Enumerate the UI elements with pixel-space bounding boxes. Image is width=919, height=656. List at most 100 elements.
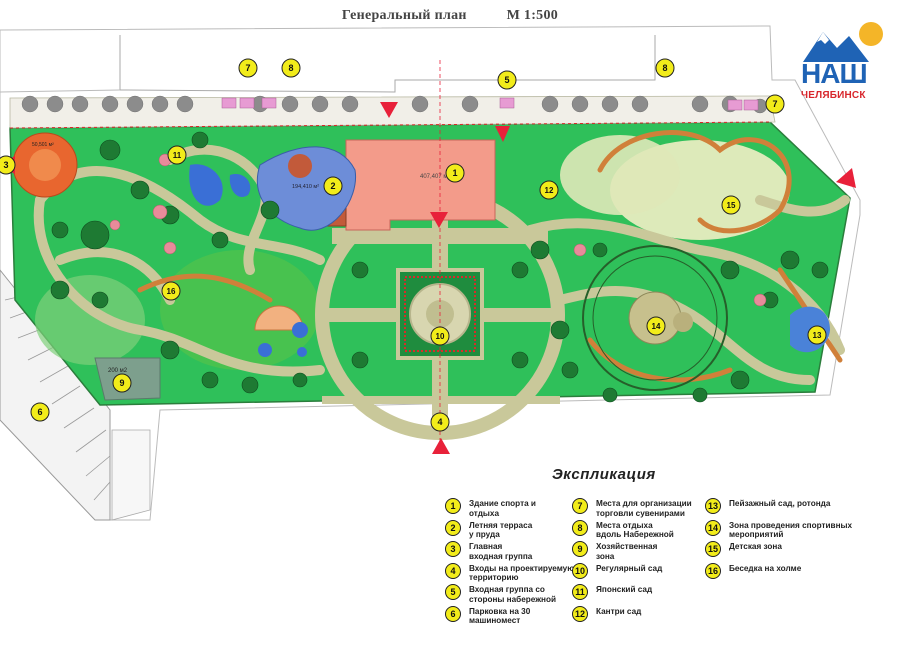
parking-area-label: 200 м2 <box>108 368 128 374</box>
marker-4: 4 <box>430 412 450 432</box>
svg-text:5: 5 <box>504 75 509 85</box>
souvenir-kiosks <box>221 97 759 111</box>
marker-6: 6 <box>30 402 50 422</box>
legend-number: 2 <box>445 519 461 536</box>
legend-item-10: 10 Регулярный сад <box>572 562 732 579</box>
legend-item-11: 11 Японский сад <box>572 584 732 600</box>
marker-12: 12 <box>539 180 559 200</box>
marker-8: 8 <box>281 58 301 78</box>
logo-word: НАШ <box>801 58 868 89</box>
main-entrance-plaza: 50,501 м² <box>12 132 78 198</box>
svg-text:16: 16 <box>167 287 176 296</box>
marker-3: 3 <box>0 155 16 175</box>
marker-8: 8 <box>655 58 675 78</box>
terrace-area-label: 194,410 м² <box>292 184 319 190</box>
parking-area <box>0 269 151 521</box>
svg-text:2: 2 <box>330 181 335 191</box>
svg-text:12: 12 <box>545 186 554 195</box>
legend-text: Регулярный сад <box>596 563 663 573</box>
legend-text: Японский сад <box>596 585 653 594</box>
marker-13: 13 <box>807 325 827 345</box>
svg-text:14: 14 <box>652 322 661 331</box>
legend-item-13: 13 Пейзажный сад, ротонда <box>705 498 865 514</box>
legend-number: 7 <box>572 498 588 514</box>
logo-city: ЧЕЛЯБИНСК <box>801 90 866 101</box>
marker-14: 14 <box>646 316 666 336</box>
blue-trees <box>258 322 308 357</box>
legend-text: Пейзажный сад, ротонда <box>729 499 831 508</box>
building-area-label: 407,407 м² <box>420 174 449 180</box>
legend-number: 8 <box>572 519 588 536</box>
logo: НАШ ЧЕЛЯБИНСК <box>799 18 891 104</box>
marker-1: 1 <box>445 163 465 183</box>
svg-text:11: 11 <box>173 151 182 160</box>
svg-text:7: 7 <box>772 99 777 109</box>
plan-title-text: Генеральный план <box>341 8 467 23</box>
marker-7: 7 <box>238 58 258 78</box>
svg-text:13: 13 <box>813 331 822 340</box>
legend-number: 13 <box>705 498 721 514</box>
trees-top-row <box>21 95 768 114</box>
legend-text: Беседка на холме <box>729 563 802 573</box>
svg-text:3: 3 <box>3 160 8 170</box>
legend-number: 11 <box>572 584 588 600</box>
legend-number: 6 <box>445 605 461 622</box>
marker-15: 15 <box>721 195 741 215</box>
legend-item-12: 12 Кантри сад <box>572 605 732 622</box>
legend-number: 14 <box>705 519 721 536</box>
legend-number: 5 <box>445 584 461 600</box>
svg-text:8: 8 <box>288 63 293 73</box>
legend-number: 15 <box>705 541 721 557</box>
logo-mark <box>803 22 883 62</box>
marker-10: 10 <box>430 326 450 346</box>
svg-text:1: 1 <box>452 168 457 178</box>
entrance-area-label: 50,501 м² <box>32 142 54 148</box>
plan-scale: М 1:500 <box>506 8 559 23</box>
legend-number: 10 <box>572 562 588 579</box>
svg-text:4: 4 <box>437 417 442 427</box>
marker-11: 11 <box>167 145 187 165</box>
marker-9: 9 <box>112 373 132 393</box>
marker-2: 2 <box>323 176 343 196</box>
legend-number: 9 <box>572 541 588 557</box>
svg-text:7: 7 <box>245 63 250 73</box>
legend-number: 16 <box>705 562 721 579</box>
marker-5: 5 <box>497 70 517 90</box>
legend-title: Экспликация <box>552 466 656 483</box>
svg-text:15: 15 <box>727 201 736 210</box>
legend-number: 3 <box>445 541 461 557</box>
legend-number: 4 <box>445 562 461 579</box>
marker-16: 16 <box>161 281 181 301</box>
svg-text:10: 10 <box>436 332 445 341</box>
legend-number: 1 <box>445 498 461 514</box>
legend-number: 12 <box>572 605 588 622</box>
legend-text: Детская зона <box>729 542 782 551</box>
trees-scattered <box>50 131 829 403</box>
svg-text:6: 6 <box>37 407 42 417</box>
svg-text:8: 8 <box>662 63 667 73</box>
legend-item-15: 15 Детская зона <box>705 541 865 557</box>
legend-text: Кантри сад <box>596 606 642 616</box>
